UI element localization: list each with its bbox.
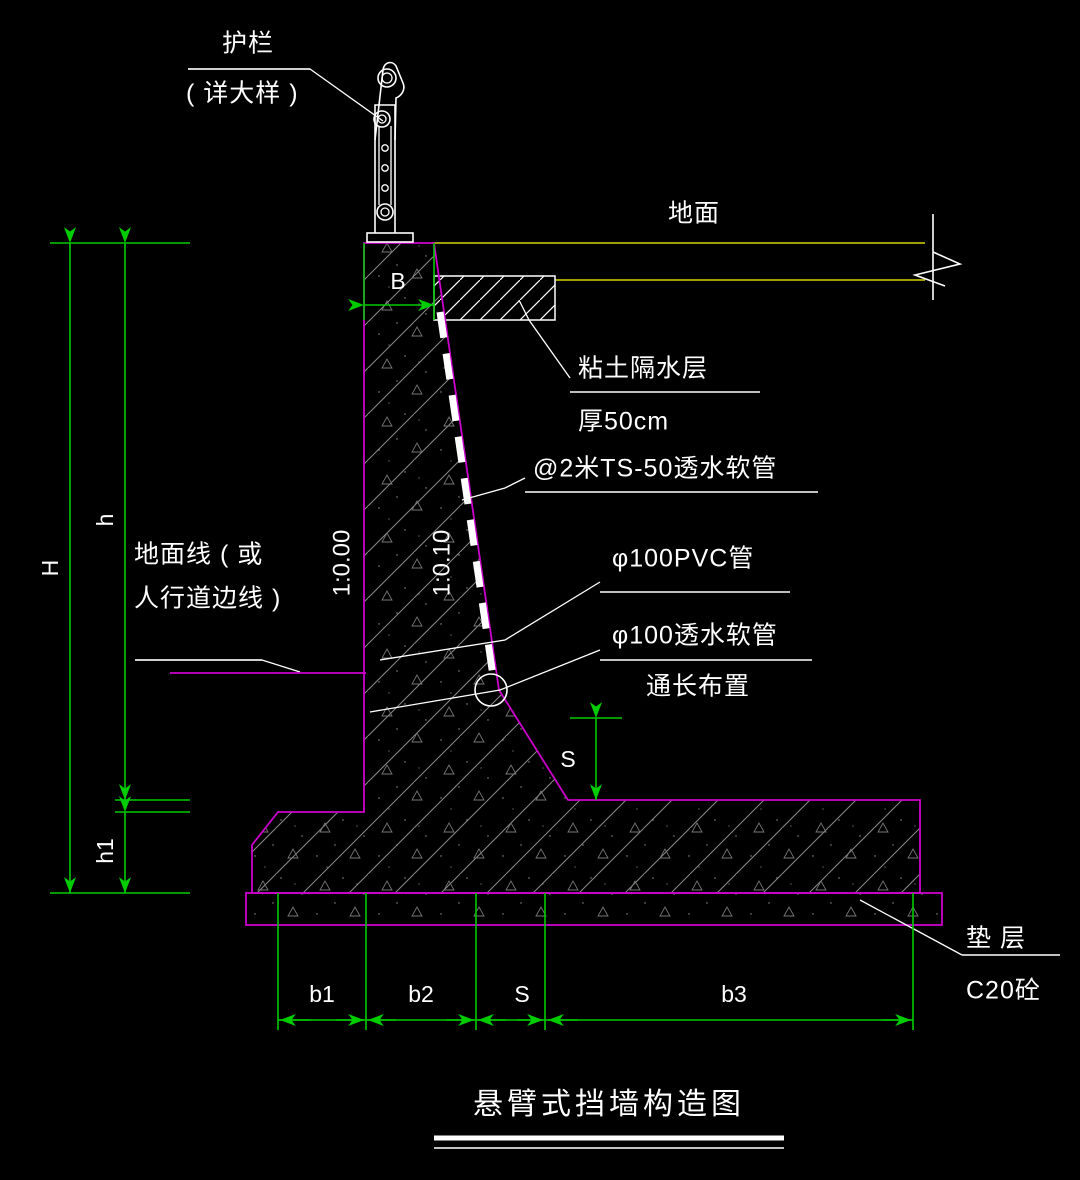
cushion-layer-c20 [245,892,943,926]
clay-impervious-layer [433,275,556,321]
dimension-b1-label: b1 [309,981,335,1007]
drawing-title: 悬臂式挡墙构造图 [473,1088,745,1121]
railing-top-hole [377,68,397,88]
dimension-H-label: H [37,560,63,577]
dimension-left-group [50,227,190,894]
clay-layer-label-line1: 粘土隔水层 [578,355,708,383]
ground-line-label-line2: 人行道边线 ) [134,585,281,613]
permeable-pipe-label-line1: φ100透水软管 [612,622,778,650]
dimension-S-vertical-label: S [560,746,575,772]
cushion-label-line2: C20砼 [966,977,1041,1005]
permeable-pipe-label-line2: 通长布置 [646,673,750,701]
annotation-underlines [135,68,1060,956]
dimension-b2-label: b2 [408,981,434,1007]
dimension-B-label: B [390,268,405,294]
slope-back-face-label: 1:0.10 [428,530,455,597]
slope-front-face-label: 1:0.00 [328,530,355,597]
ground-break-symbol [912,214,963,300]
dimension-s-label: S [514,981,529,1007]
title-underline-rule [434,1135,784,1149]
dimension-S-vertical-group [570,702,622,800]
railing-label-line2: ( 详大样 ) [186,80,299,108]
dimension-B-group [348,243,435,320]
ground-label: 地面 [668,200,720,228]
dimension-h1-label: h1 [92,838,118,864]
clay-layer-label-line2: 厚50cm [578,408,669,436]
ground-line-label-line1: 地面线 ( 或 [134,541,263,569]
pvc-pipe-label: φ100PVC管 [612,545,754,573]
railing-base-plate [366,232,414,243]
cushion-label-line1: 垫 层 [966,925,1026,953]
dimension-bottom-group [277,893,914,1030]
dimension-b3-label: b3 [721,981,747,1007]
drainage-geotextile-dashed-line [436,311,498,684]
railing-post [366,61,414,243]
pipe-section-circle [474,673,508,707]
dimension-h-label: h [92,514,118,527]
soft-pipe-spacing-label: @2米TS-50透水软管 [533,455,777,483]
ground-surface-lines [432,242,925,281]
railing-label-line1: 护栏 [222,30,274,58]
